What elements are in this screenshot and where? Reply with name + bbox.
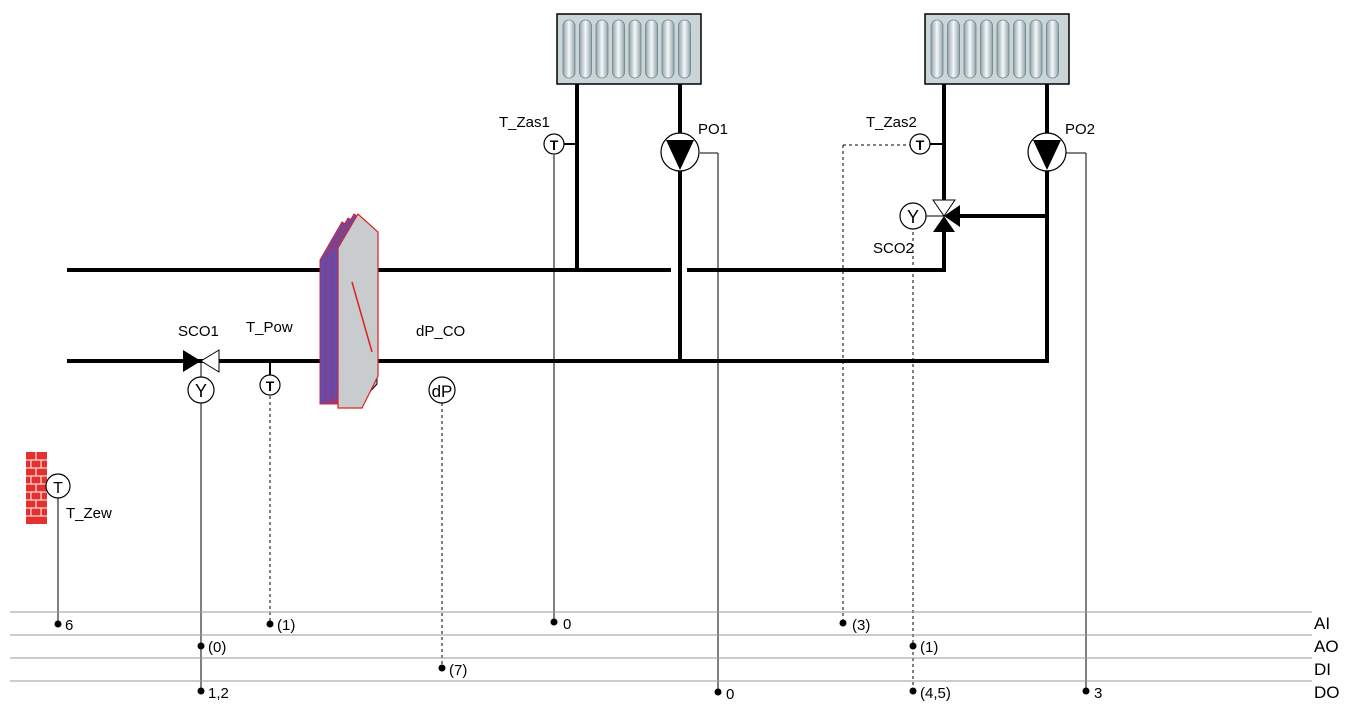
label-t-zew: T_Zew	[66, 505, 112, 522]
io-bus-lines	[10, 611, 1312, 682]
radiator-fin	[1029, 19, 1043, 79]
io-po2-do: 3	[1094, 685, 1102, 702]
radiator-fin	[645, 19, 658, 79]
radiator-fin	[996, 19, 1010, 79]
sco2-actuator-symbol: Y	[907, 207, 919, 227]
signal-lines	[57, 144, 1087, 691]
label-sco1: SCO1	[178, 323, 219, 340]
label-po1: PO1	[698, 121, 728, 138]
dp-co-symbol: dP	[432, 382, 453, 401]
label-t-zas1: T_Zas1	[499, 114, 550, 131]
label-sco2: SCO2	[873, 240, 914, 257]
sensor-t-zas1: T	[543, 133, 577, 155]
io-t-zew-ai: 6	[65, 617, 73, 634]
sensor-t-pow: T	[259, 361, 281, 396]
radiator-fin	[980, 19, 993, 79]
label-dp-co: dP_CO	[416, 323, 465, 340]
io-sco2-ao: (1)	[920, 639, 938, 656]
io-points	[54, 618, 1090, 696]
radiator-fin	[661, 19, 675, 79]
label-t-pow: T_Pow	[246, 319, 293, 336]
t-zas2-symbol: T	[916, 137, 925, 153]
sensor-dp-co: dP	[428, 376, 456, 404]
io-t-pow-ai: (1)	[277, 617, 295, 634]
valve-sco2: Y	[899, 199, 960, 232]
pump-po2	[1027, 132, 1067, 172]
radiator-fin	[1013, 19, 1026, 79]
bus-label-ai: AI	[1314, 614, 1330, 633]
radiator-fin	[1046, 19, 1059, 79]
radiator-fin	[678, 19, 691, 79]
radiator-fin	[628, 19, 642, 79]
radiator-fin	[579, 19, 592, 79]
io-dp-di: (7)	[449, 662, 467, 679]
label-po2: PO2	[1065, 121, 1095, 138]
io-sco1-do: 1,2	[208, 685, 229, 702]
t-pow-symbol: T	[266, 378, 275, 394]
radiator-fin	[562, 19, 576, 79]
radiator-fin	[930, 19, 944, 79]
valve-sco1: Y	[183, 349, 220, 404]
pipe-network	[67, 84, 1049, 363]
io-sco2-do: (4,5)	[920, 685, 951, 702]
io-po1-do: 0	[726, 686, 734, 703]
bus-label-di: DI	[1314, 660, 1331, 679]
radiator-2	[924, 13, 1070, 85]
radiator-fin	[612, 19, 625, 79]
t-zas1-symbol: T	[550, 137, 559, 153]
wall-icon	[26, 452, 47, 524]
sensor-t-zas2: T	[909, 133, 944, 155]
pump-po1	[660, 132, 700, 172]
sensor-t-zew: T	[45, 473, 71, 499]
bus-label-ao: AO	[1314, 637, 1339, 656]
radiator-fin	[963, 19, 977, 79]
io-sco1-ao: (0)	[208, 639, 226, 656]
radiator-fin	[947, 19, 960, 79]
label-t-zas2: T_Zas2	[866, 114, 917, 131]
io-t-zas2-ai: (3)	[852, 617, 870, 634]
t-zew-symbol: T	[53, 480, 63, 497]
bus-label-do: DO	[1314, 683, 1340, 702]
sco1-actuator-symbol: Y	[195, 381, 207, 401]
radiator-1	[556, 13, 702, 85]
heat-exchanger	[319, 213, 379, 409]
radiator-fin	[595, 19, 609, 79]
io-t-zas1-ai: 0	[563, 616, 571, 633]
